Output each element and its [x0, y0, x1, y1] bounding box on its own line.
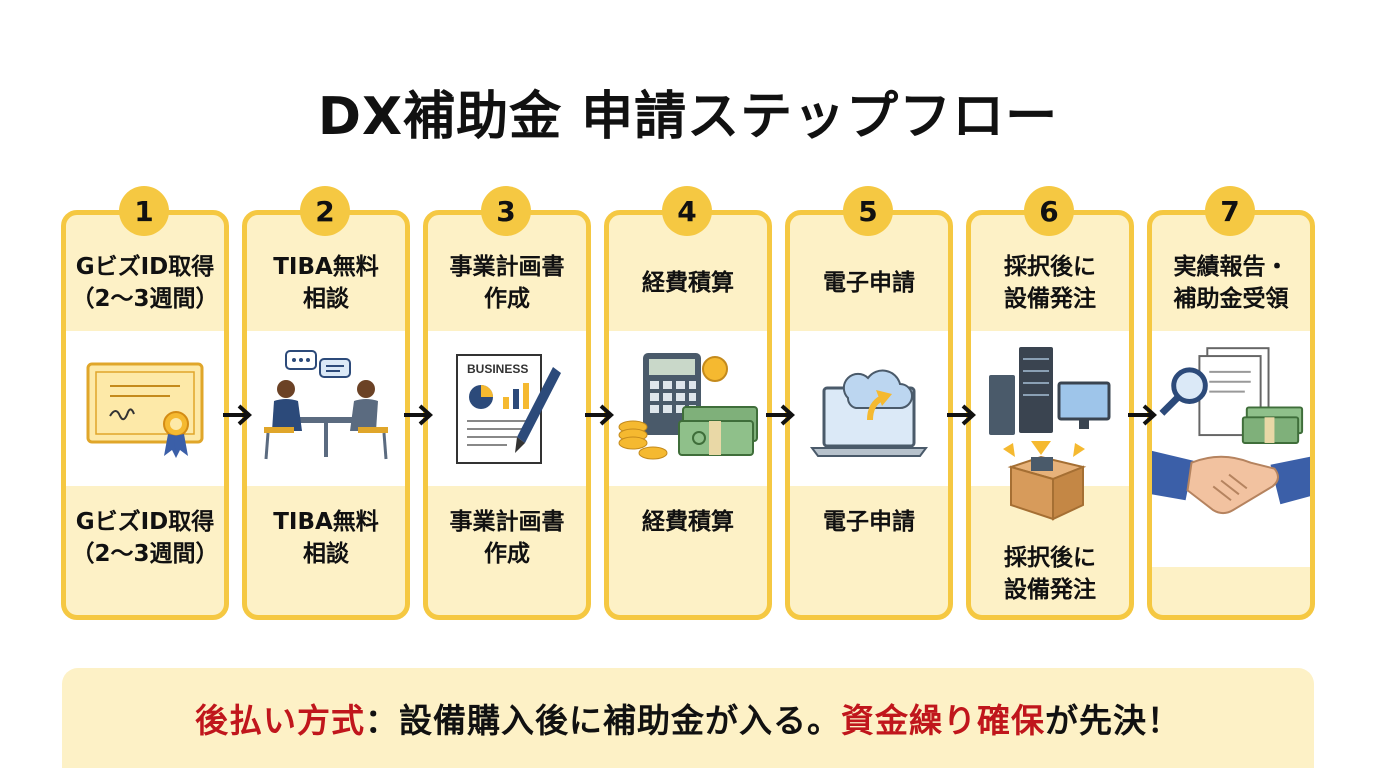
svg-text:BUSINESS: BUSINESS	[467, 362, 528, 376]
step-caption: 事業計画書作成	[449, 509, 565, 567]
step-heading: Gビズ​ID取得（2〜3週間）	[71, 254, 219, 312]
step-heading: 経費積算	[642, 270, 734, 296]
step-card-4: 経費積算 経費積算	[604, 210, 772, 620]
laptop-cloud-upload-icon	[810, 369, 928, 457]
handshake-money-icon	[1152, 347, 1310, 515]
calculator-money-icon	[618, 352, 758, 459]
consultation-icon	[264, 349, 388, 459]
step-caption: 経費積算	[642, 509, 734, 535]
step-number-badge: 1	[119, 186, 169, 236]
arrow-right-icon	[947, 404, 976, 426]
step-card-6: 採択後に設備発注 採択後に設備発注	[966, 210, 1134, 620]
arrow-right-icon	[404, 404, 433, 426]
step-heading: 実績報告・補助金受領	[1173, 254, 1289, 312]
step-heading: 事業計画書作成	[449, 254, 565, 312]
step-heading: 電子申請	[823, 270, 915, 296]
step-number-badge: 3	[481, 186, 531, 236]
server-delivery-icon	[989, 347, 1111, 521]
step-card-7: 実績報告・補助金受領	[1147, 210, 1315, 620]
certificate-icon	[86, 362, 204, 458]
step-number-badge: 5	[843, 186, 893, 236]
step-card-2: TIBA無料相談 TIBA無料相談	[242, 210, 410, 620]
step-number-badge: 7	[1205, 186, 1255, 236]
step-card-3: 事業計画書作成 BUSINESS 事業計画書作成	[423, 210, 591, 620]
arrow-right-icon	[585, 404, 614, 426]
notice-text: が先決！	[1045, 701, 1181, 740]
step-heading: 採択後に設備発注	[1004, 254, 1096, 312]
page-title: DX補助金 申請ステップフロー	[317, 87, 1059, 147]
notice-emphasis: 後払い方式	[195, 701, 365, 740]
step-caption: 採択後に設備発注	[1004, 545, 1096, 603]
step-caption: TIBA無料相談	[273, 509, 379, 567]
notice-text: ：設備購入後に補助金が入る。	[365, 701, 841, 740]
step-number-badge: 2	[300, 186, 350, 236]
arrow-right-icon	[1128, 404, 1157, 426]
step-card-1: Gビズ​ID取得（2〜3週間） Gビズ​ID取得（2〜3週間）	[61, 210, 229, 620]
arrow-right-icon	[223, 404, 252, 426]
step-number-badge: 4	[662, 186, 712, 236]
notice-emphasis: 資金繰り確保	[841, 701, 1045, 740]
step-number-badge: 6	[1024, 186, 1074, 236]
step-caption: Gビズ​ID取得（2〜3週間）	[71, 509, 219, 567]
step-caption: 電子申請	[823, 509, 915, 535]
arrow-right-icon	[766, 404, 795, 426]
step-card-5: 電子申請 電子申請	[785, 210, 953, 620]
step-heading: TIBA無料相談	[273, 254, 379, 312]
business-plan-icon: BUSINESS	[456, 353, 561, 464]
payment-notice: 後払い方式 ：設備購入後に補助金が入る。 資金繰り確保 が先決！	[62, 668, 1314, 768]
